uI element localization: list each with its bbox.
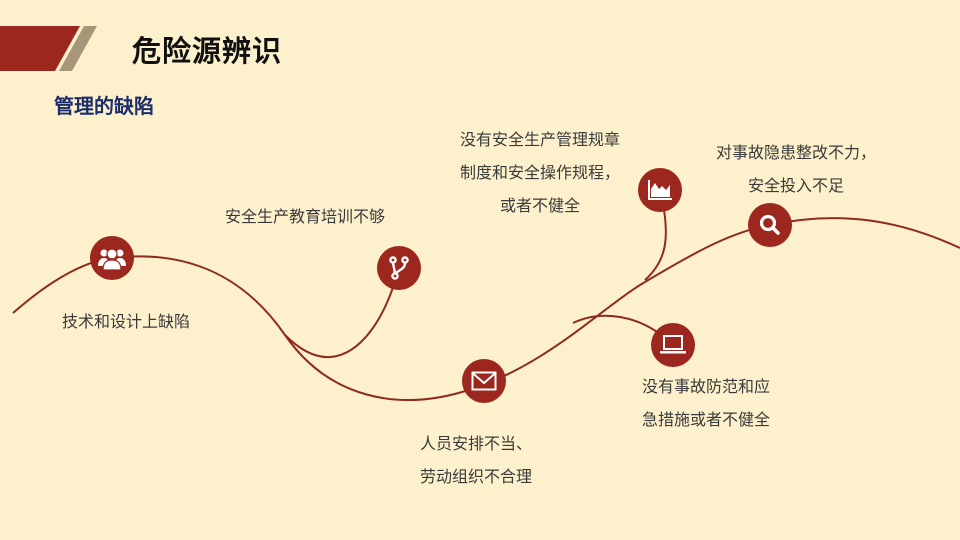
label-no-emergency-measures: 没有事故防范和应 急措施或者不健全 bbox=[642, 377, 771, 429]
branch-node bbox=[377, 246, 421, 290]
label-tech-design-defect: 技术和设计上缺陷 bbox=[62, 312, 191, 331]
label-personnel-arrangement: 人员安排不当、 劳动组织不合理 bbox=[420, 434, 533, 486]
mail-icon bbox=[471, 371, 497, 391]
search-node bbox=[748, 203, 792, 247]
branch-icon bbox=[389, 256, 409, 280]
people-group-icon bbox=[98, 248, 126, 270]
area-chart-icon bbox=[648, 180, 672, 200]
label-hazard-rectification-weak: 对事故隐患整改不力， 安全投入不足 bbox=[715, 143, 876, 195]
label-safety-training-insufficient: 安全生产教育培训不够 bbox=[225, 207, 386, 226]
laptop-node bbox=[651, 323, 695, 367]
search-icon bbox=[759, 214, 780, 235]
label-no-safety-regulations: 没有安全生产管理规章 制度和安全操作规程， 或者不健全 bbox=[459, 130, 620, 215]
area-chart-node bbox=[638, 168, 682, 212]
mail-node bbox=[462, 359, 506, 403]
page-title: 危险源辨识 bbox=[132, 34, 283, 68]
section-subtitle: 管理的缺陷 bbox=[54, 94, 154, 118]
header-decoration bbox=[0, 26, 97, 71]
laptop-icon bbox=[660, 335, 686, 354]
people-group-node bbox=[90, 236, 134, 280]
